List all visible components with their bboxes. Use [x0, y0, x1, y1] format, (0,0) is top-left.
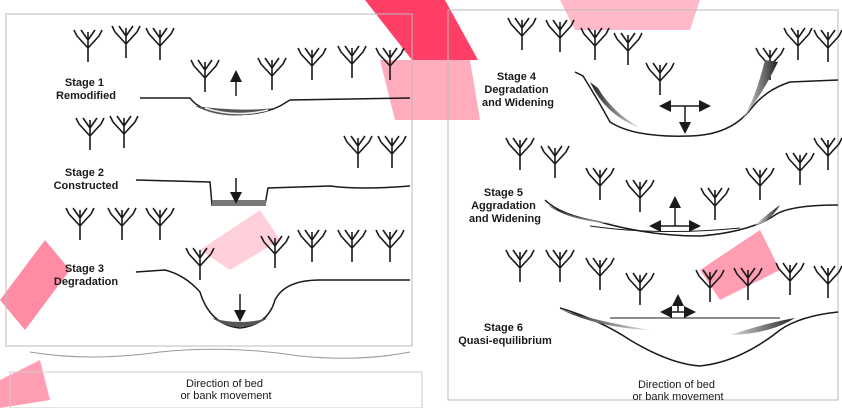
tree-icon [146, 208, 174, 240]
tree-icon [378, 136, 406, 168]
tree-icon [508, 18, 536, 50]
stage1-label: Stage 1 Remodified [56, 77, 116, 102]
tree-icon [701, 188, 729, 220]
torn-edge [30, 349, 410, 358]
tree-icon [506, 250, 534, 282]
tree-icon [376, 230, 404, 262]
tree-icon [298, 48, 326, 80]
legend-right: Direction of bed or bank movement [632, 379, 723, 403]
stage4-label: Stage 4 Degradation and Widening [482, 71, 554, 109]
stage6-profile [560, 308, 838, 366]
tree-icon [258, 58, 286, 90]
stage4-cross-arrow [665, 106, 705, 128]
stage6-label: Stage 6 Quasi-equilibrium [458, 322, 552, 347]
stage3-profile [136, 270, 410, 328]
tree-icon [112, 26, 140, 58]
tree-icon [108, 208, 136, 240]
tree-icon [581, 28, 609, 60]
tree-icon [626, 273, 654, 305]
tree-icon [546, 250, 574, 282]
stage5-cross-arrow [655, 202, 695, 226]
tree-icon [76, 118, 104, 150]
stage5-label: Stage 5 Aggradation and Widening [469, 187, 541, 225]
tree-icon [506, 138, 534, 170]
tree-icon [74, 30, 102, 62]
tree-icon [298, 230, 326, 262]
tree-icon [614, 33, 642, 65]
tree-icon [784, 28, 812, 60]
stage6-cross-arrow [666, 300, 690, 312]
tree-icon [110, 116, 138, 148]
tree-icon [546, 20, 574, 52]
stage4-profile [575, 60, 838, 136]
tree-icon [344, 136, 372, 168]
tree-icon [541, 146, 569, 178]
tree-icon [191, 60, 219, 92]
tree-icon [746, 168, 774, 200]
stage2-profile [136, 180, 410, 206]
tree-icon [146, 28, 174, 60]
tree-icon [646, 63, 674, 95]
tree-icon [586, 258, 614, 290]
tree-icon [626, 180, 654, 212]
tree-icon [776, 263, 804, 295]
stage2-label: Stage 2 Constructed [54, 167, 119, 192]
stage1-profile [140, 98, 410, 116]
legend-left: Direction of bed or bank movement [180, 378, 271, 402]
stage5-profile [545, 200, 838, 236]
tree-icon [786, 153, 814, 185]
tree-icon [338, 230, 366, 262]
tree-icon [66, 208, 94, 240]
tree-icon [338, 46, 366, 78]
tree-icon [586, 168, 614, 200]
